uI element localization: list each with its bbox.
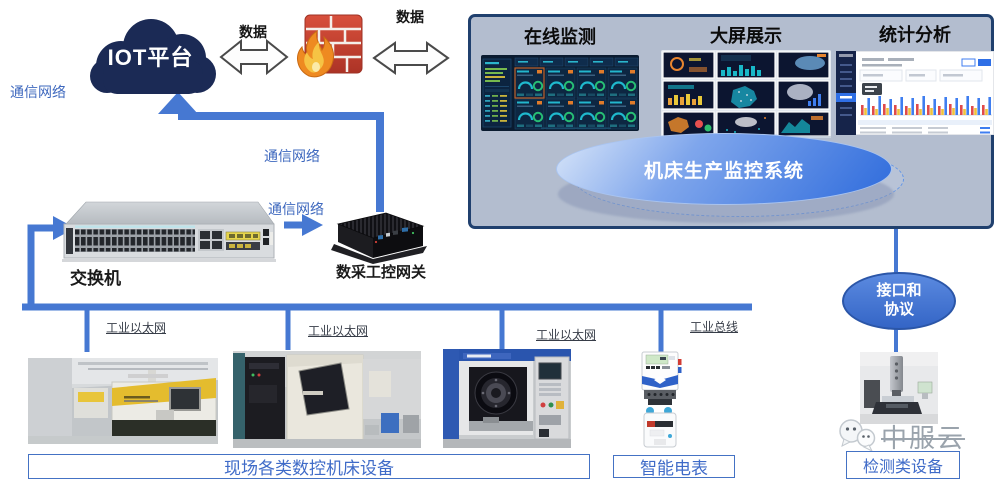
watermark-text: 中服云 [881,422,966,453]
comm-network-label-3: 通信网络 [268,201,324,217]
double-arrow-left-icon [219,38,289,76]
meter-caption: 智能电表 [640,459,708,478]
cnc-machines-photo-2 [233,351,421,448]
comm-network-label-1: 通信网络 [10,84,66,100]
interface-protocol-ellipse: 接口和协议 [842,272,956,330]
ethernet-label-1: 工业以太网 [106,321,167,335]
system-ellipse-group: 机床生产监控系统 [556,129,904,227]
gateway-label: 数采工控网关 [336,264,427,281]
fieldbus-label: 工业总线 [690,320,739,334]
online-monitoring-screenshot [481,55,639,131]
firewall-icon [297,14,363,78]
data-label-left: 数据 [239,24,267,40]
big-screen-wall-screenshot [661,50,831,138]
double-arrow-right-icon [372,41,450,75]
smart-meter-image [641,351,682,448]
arrowhead-up-cloud [158,92,198,114]
statistics-screenshot [836,51,994,135]
comm-network-label-2: 通信网络 [264,148,320,164]
system-ellipse-label: 机床生产监控系统 [643,160,804,182]
ethernet-label-2: 工业以太网 [308,324,369,338]
cnc-machines-photo-1 [28,358,218,444]
section-title-online-monitoring: 在线监测 [524,27,596,47]
watermark: 中服云 [838,416,1000,456]
ethernet-label-3: 工业以太网 [536,328,597,342]
section-title-statistics: 统计分析 [879,25,951,45]
detector-caption: 检测类设备 [862,459,943,476]
section-title-big-screen: 大屏展示 [710,26,782,46]
switch-label: 交换机 [70,269,121,288]
monitoring-panel: 在线监测 大屏展示 统计分析 [468,14,994,229]
cnc-machines-photo-3 [443,349,571,448]
wechat-icon [839,419,876,453]
gateway-to-cloud-line [178,112,384,212]
network-switch-image [62,201,276,262]
cloud-label: IOT平台 [107,45,194,70]
arrowhead-into-gateway [302,214,323,236]
interface-protocol-label: 接口和协议 [876,282,922,318]
bus-to-switch-line [27,224,54,307]
system-ellipse: 机床生产监控系统 [556,133,892,205]
detector-caption-box: 检测类设备 [846,451,960,479]
detector-image [860,352,938,424]
machines-caption: 现场各类数控机床设备 [224,459,394,478]
cloud-icon [90,19,216,94]
meter-caption-box: 智能电表 [613,455,735,478]
machines-caption-box: 现场各类数控机床设备 [28,454,590,479]
data-label-right: 数据 [396,9,424,25]
iot-cloud: IOT平台 [83,14,218,100]
gateway-image [331,212,427,264]
